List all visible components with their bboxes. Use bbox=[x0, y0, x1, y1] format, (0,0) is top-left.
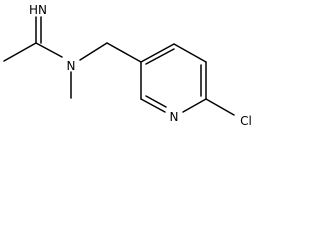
pyridine-ring bbox=[140, 43, 207, 113]
bond-ch2-ring bbox=[106, 42, 142, 63]
amidine-group bbox=[3, 16, 63, 62]
ring-bond-c3-c4 bbox=[140, 43, 175, 63]
amine-n-label: N bbox=[67, 59, 76, 73]
amine-substituents bbox=[70, 42, 142, 99]
pyridine-n-label: N bbox=[170, 110, 179, 124]
chemical-structure-diagram: HN N N Cl bbox=[3, 3, 252, 128]
ring-bond-c6-n bbox=[182, 98, 207, 113]
ring-bond-c3-c4-inner bbox=[145, 48, 175, 65]
chlorine-label: Cl bbox=[240, 114, 252, 128]
ring-bond-n-c2-inner bbox=[145, 95, 167, 108]
ring-bond-n-c2 bbox=[140, 98, 166, 113]
ring-bond-c4-c5 bbox=[173, 43, 207, 63]
bond-c-n bbox=[35, 42, 63, 58]
imine-nh-label: HN bbox=[29, 3, 47, 17]
bond-c6-cl bbox=[205, 98, 235, 116]
bond-ch3-c bbox=[3, 42, 37, 62]
bond-n-ch2 bbox=[79, 42, 108, 61]
